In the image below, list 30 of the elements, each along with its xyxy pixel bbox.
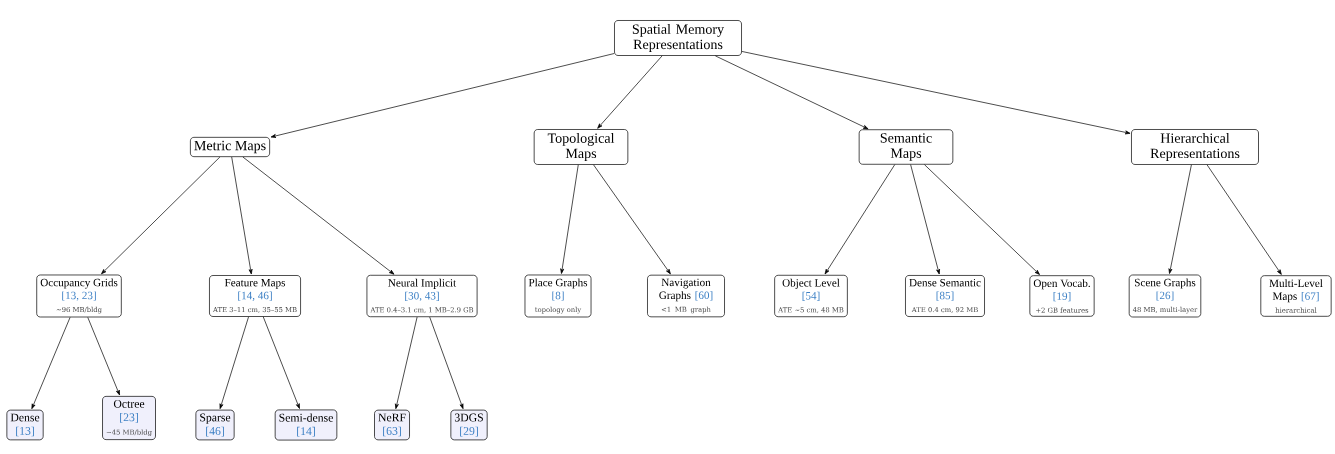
leaf-box: NeRF [63]: [374, 409, 410, 441]
category-box: Topological Maps: [533, 129, 629, 165]
leaf-box: Sparse [46]: [195, 409, 235, 441]
arrow: [741, 51, 1131, 135]
arrow: [262, 316, 300, 409]
arrow: [1168, 164, 1192, 274]
category-box: Semantic Maps: [858, 129, 954, 165]
arrow: [87, 317, 120, 396]
arrow: [1206, 164, 1282, 275]
arrow: [824, 164, 896, 275]
arrow: [593, 164, 671, 275]
leaf-box: 3DGS [29]: [450, 409, 488, 441]
arrow: [597, 55, 663, 129]
arrow: [560, 164, 579, 274]
category-box: Metric Maps: [190, 137, 270, 157]
root-box: Spatial Memory Representations: [614, 20, 742, 56]
leaf-box: Dense [13]: [6, 409, 44, 441]
leaf-box: Semi-dense [14]: [274, 409, 338, 441]
category-box: Hierarchical Representations: [1131, 129, 1259, 165]
arrow: [219, 316, 249, 409]
arrow: [394, 316, 418, 410]
arrow: [429, 316, 464, 410]
arrow: [910, 164, 940, 275]
arrow: [270, 53, 615, 138]
arrow: [101, 156, 221, 275]
arrow: [31, 317, 71, 410]
arrow: [231, 156, 253, 275]
arrow: [715, 55, 869, 130]
arrow: [242, 156, 395, 275]
arrow: [924, 164, 1040, 275]
